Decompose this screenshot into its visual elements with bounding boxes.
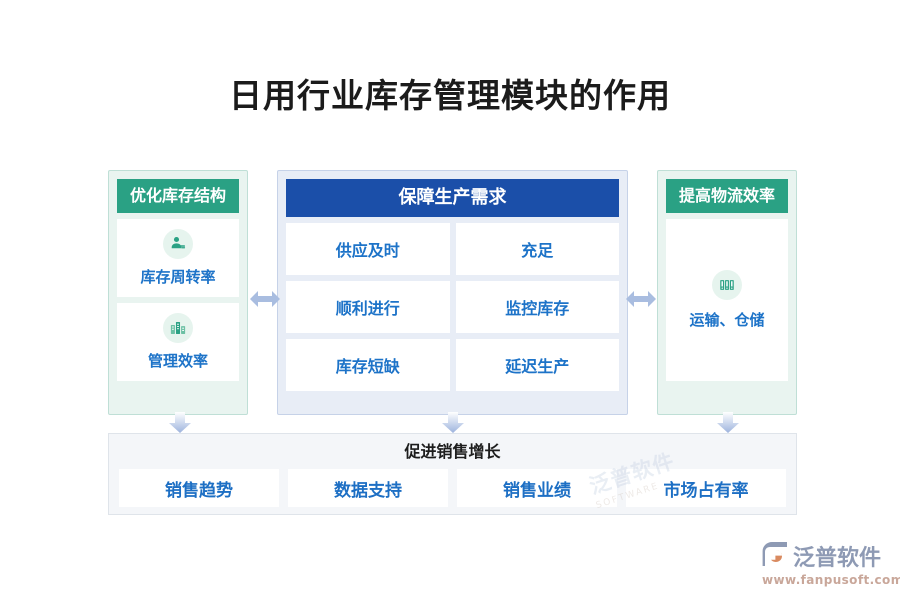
card-monitor-inventory[interactable]: 监控库存 <box>455 281 619 333</box>
center-card-grid: 供应及时 充足 顺利进行 监控库存 库存短缺 延迟生产 <box>286 223 619 391</box>
down-arrow-center-icon <box>439 412 467 434</box>
panel-header-optimize-inventory-structure: 优化库存结构 <box>117 179 239 213</box>
card-label: 销售趋势 <box>165 480 233 501</box>
card-label: 管理效率 <box>147 352 208 370</box>
brand-logo: 泛普软件 www.fanpusoft.com <box>762 540 900 588</box>
card-sufficient[interactable]: 充足 <box>455 223 619 275</box>
card-inventory-turnover-rate[interactable]: 库存周转率 <box>117 219 239 297</box>
warehouse-racks-icon <box>712 270 742 300</box>
panel-improve-logistics-efficiency: 提高物流效率 <box>657 170 797 415</box>
card-label: 数据支持 <box>334 480 402 501</box>
panel-header-ensure-production-demand: 保障生产需求 <box>286 179 619 217</box>
card-market-share[interactable]: 市场占有率 <box>626 469 786 507</box>
panel-optimize-inventory-structure: 优化库存结构 库存周转率 <box>108 170 248 415</box>
logo-name: 泛普软件 <box>793 546 882 571</box>
panel-ensure-production-demand: 保障生产需求 泛普软件 SOFTWARE 供应及时 充足 顺利进行 监控库存 <box>277 170 678 511</box>
card-label: 顺利进行 <box>335 299 400 318</box>
down-arrow-left-icon <box>166 412 194 434</box>
logo-row: 泛普软件 <box>762 540 890 572</box>
user-stamp-icon <box>163 229 193 259</box>
card-label: 库存短缺 <box>335 357 400 376</box>
card-delayed-production[interactable]: 延迟生产 <box>455 339 619 391</box>
card-label: 供应及时 <box>335 241 400 260</box>
card-label: 市场占有率 <box>663 480 749 501</box>
card-data-support[interactable]: 数据支持 <box>288 469 448 507</box>
card-label: 充足 <box>521 241 554 260</box>
buildings-icon <box>163 313 193 343</box>
card-management-efficiency[interactable]: 管理效率 <box>117 303 239 381</box>
card-label: 库存周转率 <box>140 268 216 286</box>
page-title: 日用行业库存管理模块的作用 <box>229 76 671 115</box>
double-arrow-right-icon <box>625 286 657 312</box>
card-sales-trend[interactable]: 销售趋势 <box>119 469 279 507</box>
columns-row: 优化库存结构 库存周转率 <box>0 170 900 511</box>
panel-promote-sales-growth: 促进销售增长 销售趋势 数据支持 销售业绩 市场占有率 <box>108 433 797 515</box>
right-card-stack: 运输、仓储 <box>666 219 788 381</box>
panel-header-improve-logistics-efficiency: 提高物流效率 <box>666 179 788 213</box>
double-arrow-left-icon <box>249 286 281 312</box>
fanpu-logo-icon <box>762 541 788 571</box>
down-arrow-right-icon <box>714 412 742 434</box>
bottom-card-grid: 销售趋势 数据支持 销售业绩 市场占有率 <box>119 469 786 507</box>
left-card-stack: 库存周转率 <box>117 219 239 381</box>
card-inventory-shortage[interactable]: 库存短缺 <box>286 339 450 391</box>
card-label: 销售业绩 <box>503 480 571 501</box>
logo-url: www.fanpusoft.com <box>762 573 900 587</box>
panel-title-promote-sales-growth: 促进销售增长 <box>404 442 501 461</box>
card-smooth-progress[interactable]: 顺利进行 <box>286 281 450 333</box>
card-transport-warehousing[interactable]: 运输、仓储 <box>666 219 788 381</box>
card-label: 延迟生产 <box>505 357 570 376</box>
card-sales-performance[interactable]: 销售业绩 <box>457 469 617 507</box>
card-timely-supply[interactable]: 供应及时 <box>286 223 450 275</box>
card-label: 运输、仓储 <box>689 311 765 329</box>
card-label: 监控库存 <box>505 299 570 318</box>
